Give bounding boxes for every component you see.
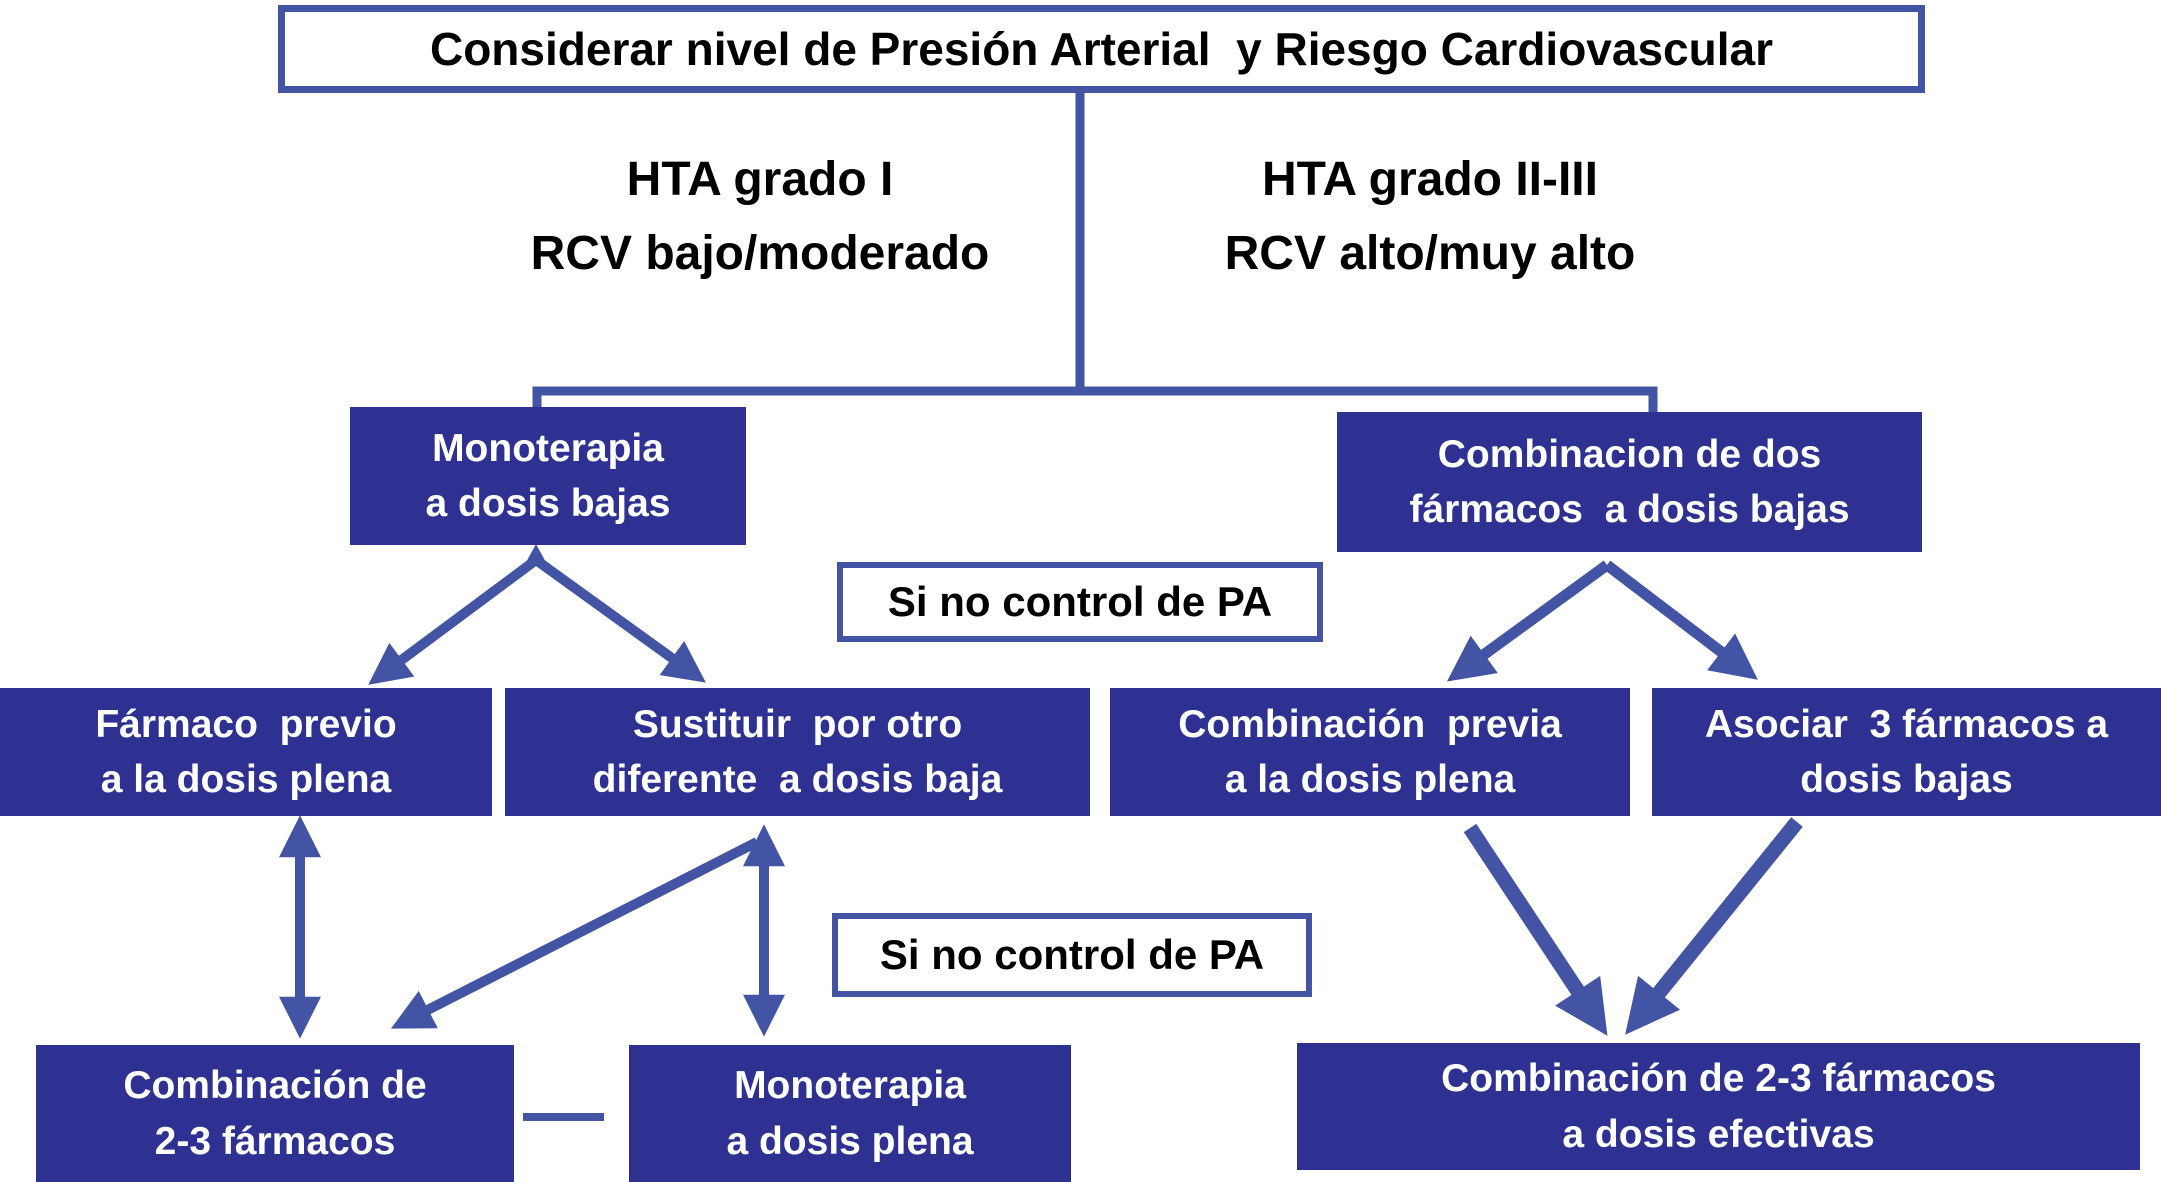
branch-label-hta-grado-2-3: HTA grado II-III RCV alto/muy alto xyxy=(1224,153,1636,281)
gate-si-no-control-pa-2: Si no control de PA xyxy=(832,913,1312,997)
branch-label-hta-grado-1: HTA grado I RCV bajo/moderado xyxy=(530,153,990,281)
node-combinacion-efectivas: Combinación de 2-3 fármacos a dosis efec… xyxy=(1297,1043,2140,1170)
arrow-monoterapia-to-farmaco-previo xyxy=(368,555,539,685)
node-combinacion-dos-farmacos: Combinacion de dos fármacos a dosis baja… xyxy=(1337,412,1922,552)
arrow-monoterapia-to-sustituir xyxy=(533,555,706,683)
gate-si-no-control-pa-1: Si no control de PA xyxy=(837,562,1323,642)
node-sustituir-otro: Sustituir por otro diferente a dosis baj… xyxy=(505,688,1090,816)
node-monoterapia-dosis-plena: Monoterapia a dosis plena xyxy=(629,1045,1071,1182)
arrow-combinacion-dos-to-asociar xyxy=(1603,560,1758,680)
arrow-combinacion-dos-to-combinacion-previa xyxy=(1446,560,1611,682)
arrow-sustituir-to-combinacion-23 xyxy=(390,837,760,1029)
node-combinacion-2-3-farmacos: Combinación de 2-3 fármacos xyxy=(36,1045,514,1182)
connector-branch-bar xyxy=(532,386,1658,430)
title-label: Considerar nivel de Presión Arterial y R… xyxy=(429,23,1773,75)
node-asociar-tres-farmacos: Asociar 3 fármacos a dosis bajas xyxy=(1652,688,2161,816)
node-monoterapia-dosis-bajas: Monoterapia a dosis bajas xyxy=(350,407,746,545)
node-farmaco-previo: Fármaco previo a la dosis plena xyxy=(0,688,492,816)
arrow-combinacion-previa-to-efectivas xyxy=(1463,823,1608,1036)
title-box: Considerar nivel de Presión Arterial y R… xyxy=(278,5,1925,93)
arrow-asociar-to-efectivas xyxy=(1625,817,1803,1035)
node-combinacion-previa: Combinación previa a la dosis plena xyxy=(1110,688,1630,816)
